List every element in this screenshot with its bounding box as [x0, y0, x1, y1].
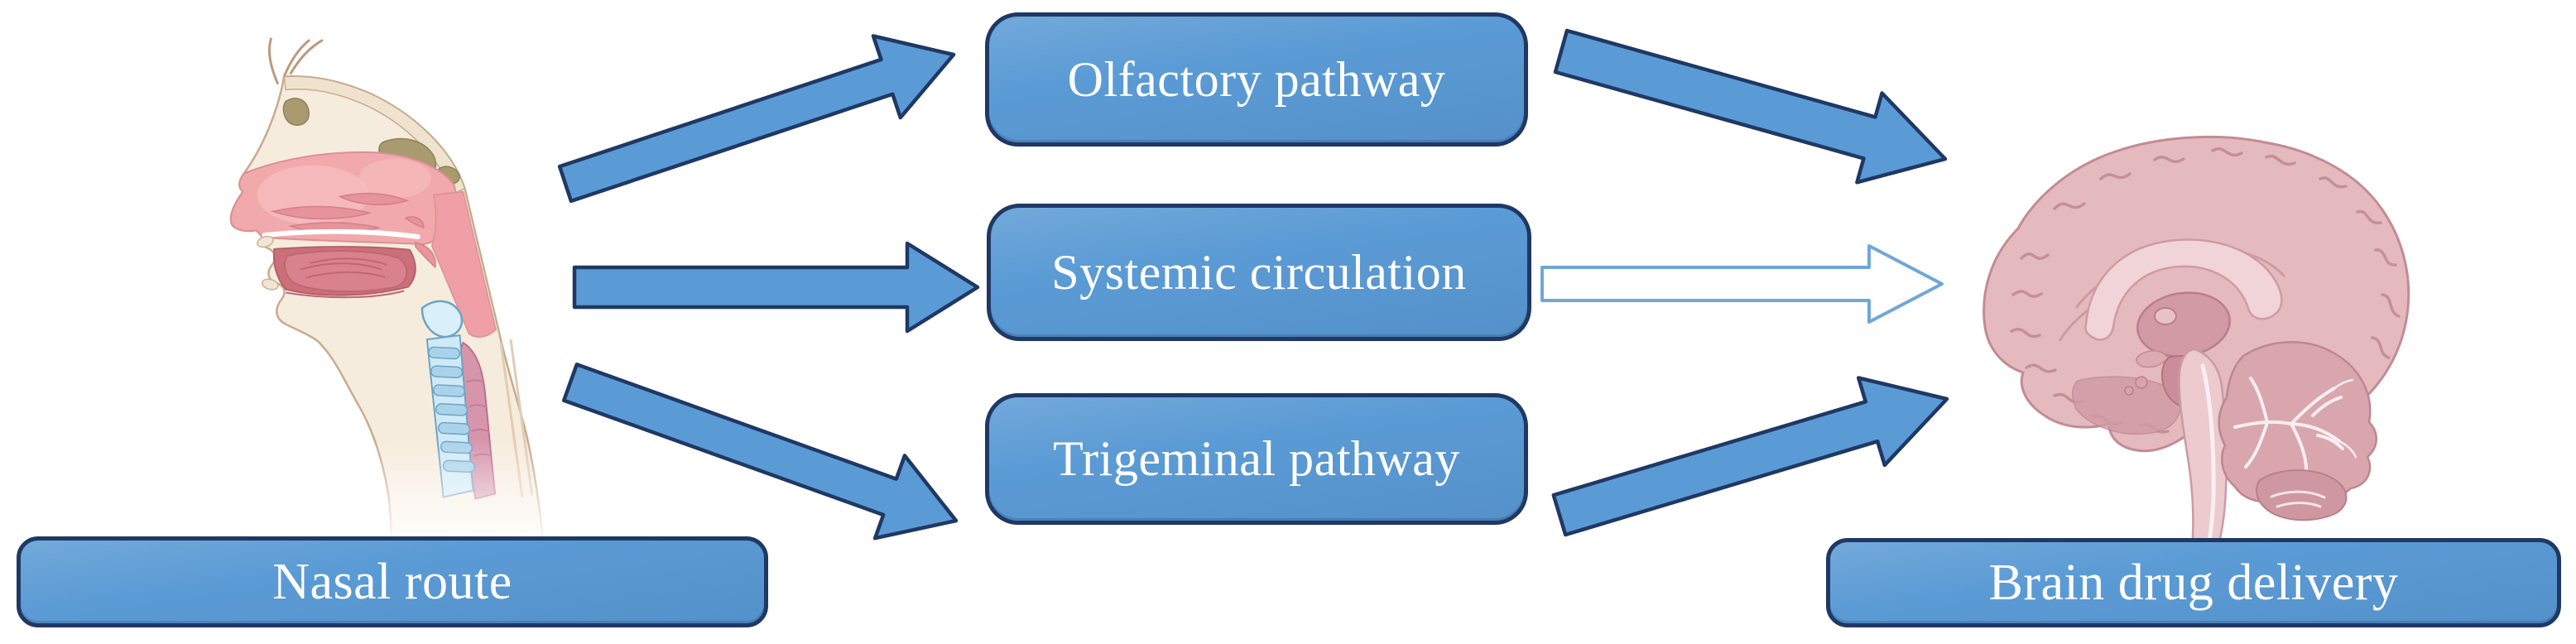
brain-sagittal-illustration [1982, 135, 2410, 552]
olfactory-pathway-label: Olfactory pathway [1067, 51, 1446, 107]
arbor-vitae [2233, 377, 2344, 480]
brain-drug-delivery-node: Brain drug delivery [1826, 538, 2561, 627]
mammillary-body [2135, 376, 2148, 389]
olfactory-pathway-node: Olfactory pathway [985, 12, 1528, 147]
brainstem [2178, 348, 2228, 552]
neck-fade [324, 440, 598, 546]
systemic-circulation-node: Systemic circulation [987, 204, 1531, 341]
arrow-nasal-to-trigeminal-icon [561, 363, 959, 541]
hard-palate [262, 228, 421, 240]
arrow-systemic-to-brain-icon [1540, 244, 1944, 324]
hypothalamus [2136, 350, 2169, 368]
corpus-callosum [2084, 238, 2283, 341]
interthalamic-adhesion [2154, 307, 2177, 325]
tongue [283, 250, 408, 293]
tonsil-folia [2270, 490, 2326, 508]
arrow-trigeminal-to-brain-icon [1551, 376, 1949, 537]
systemic-circulation-label: Systemic circulation [1051, 244, 1467, 300]
brainstem-midline [2200, 363, 2216, 550]
head-sagittal-illustration [229, 37, 598, 546]
tongue-lines [286, 257, 405, 299]
lower-incisor [261, 278, 279, 291]
hair-wisps [268, 37, 324, 85]
arrow-nasal-to-systemic-icon [572, 241, 980, 334]
soft-palate [415, 242, 436, 269]
trigeminal-pathway-label: Trigeminal pathway [1053, 431, 1460, 486]
nasal-route-label: Nasal route [272, 553, 512, 610]
pharynx [430, 190, 497, 338]
nasal-route-node: Nasal route [17, 536, 768, 627]
cerebellar-tonsil [2256, 469, 2348, 521]
epiglottis [421, 300, 464, 339]
arrow-nasal-to-olfactory-icon [557, 34, 956, 204]
trigeminal-pathway-node: Trigeminal pathway [985, 393, 1528, 525]
upper-incisor [257, 235, 274, 248]
nasal-highlight-2 [358, 158, 431, 199]
brain-drug-delivery-label: Brain drug delivery [1988, 554, 2399, 611]
pituitary [2124, 386, 2134, 396]
arrow-olfactory-to-brain-icon [1553, 28, 1948, 185]
